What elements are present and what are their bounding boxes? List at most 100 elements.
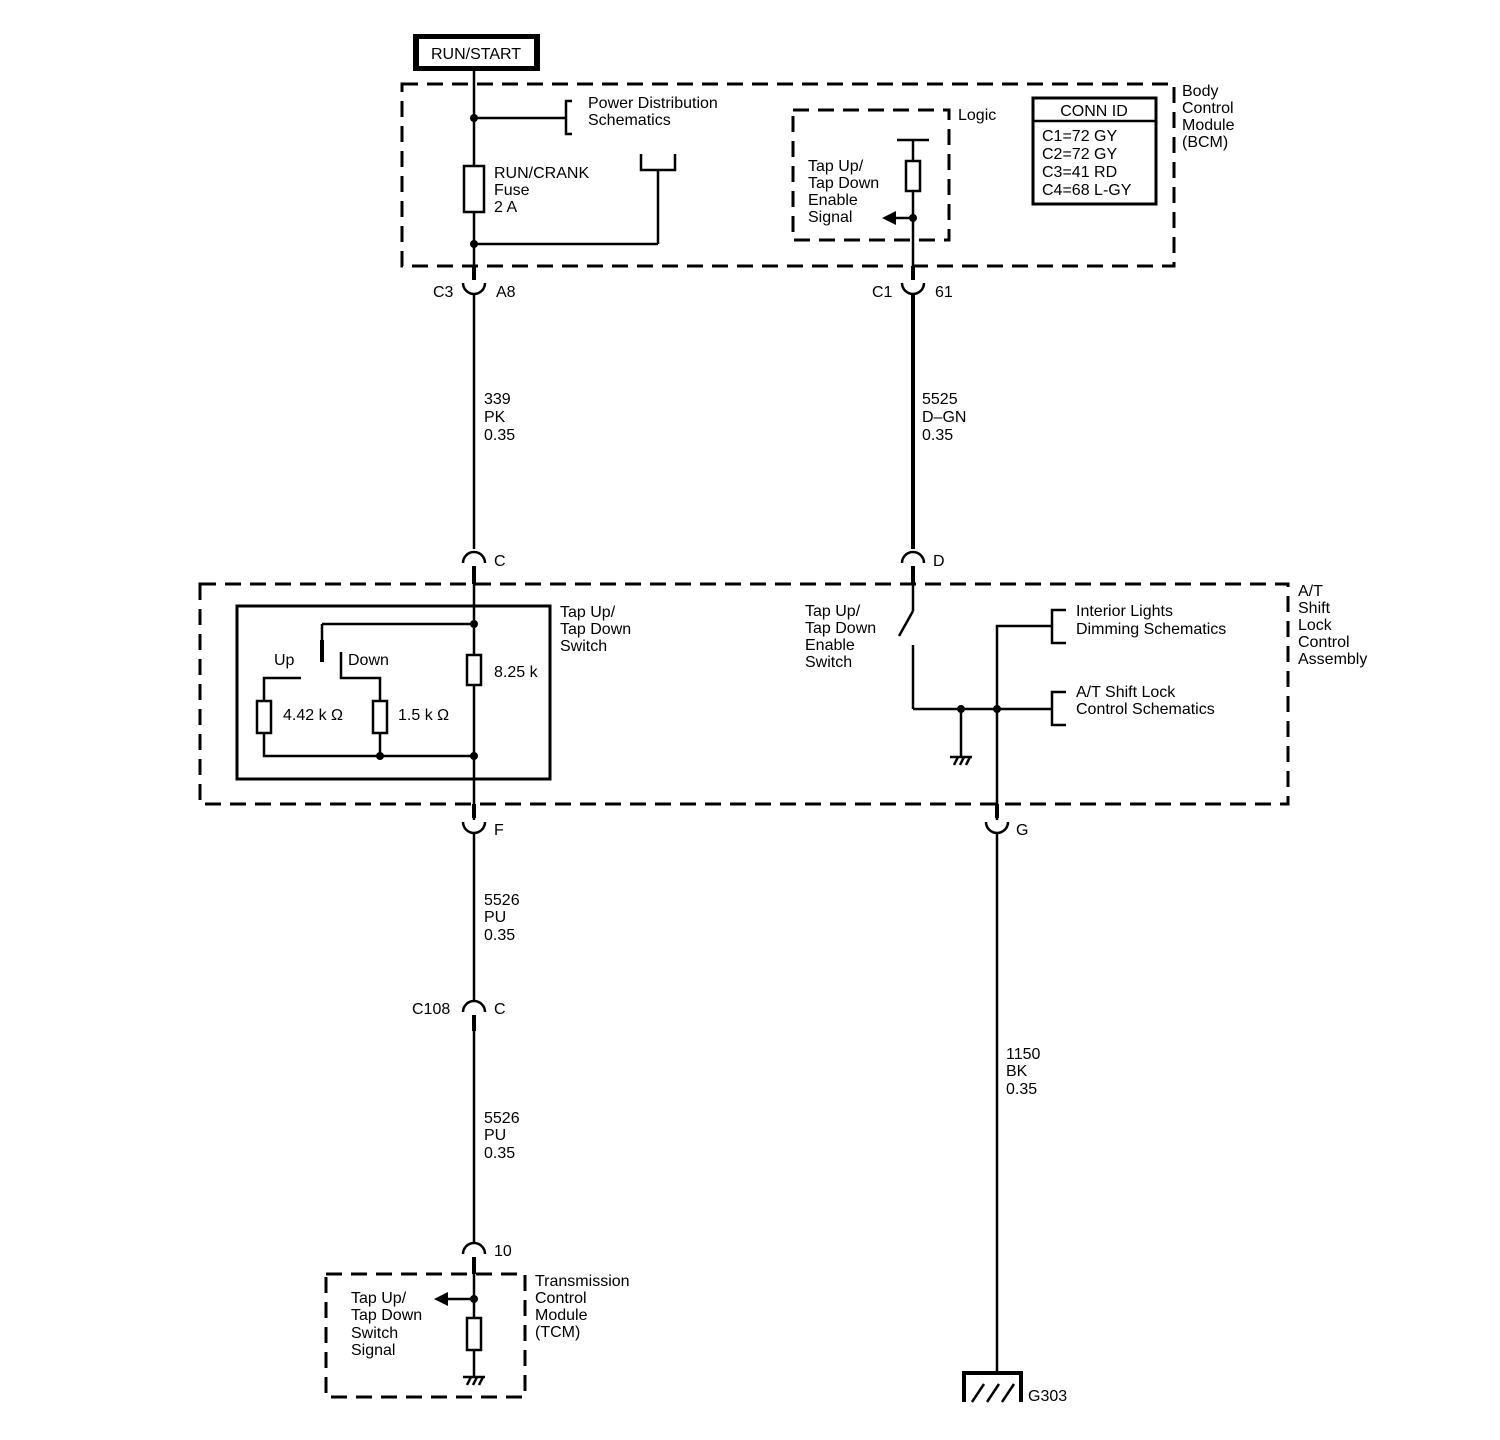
svg-text:Tap Up/: Tap Up/ (805, 603, 861, 620)
svg-text:61: 61 (935, 284, 953, 301)
svg-text:D–GN: D–GN (922, 409, 966, 426)
svg-text:RUN/CRANK: RUN/CRANK (494, 165, 589, 182)
wire-5526-b-label: 5526 PU 0.35 (484, 1110, 520, 1162)
shift-lock-label: A/T Shift Lock Control Assembly (1298, 583, 1367, 668)
connector-c3-a8: C3 A8 (433, 266, 516, 301)
fuse-return-bracket (639, 154, 677, 172)
fuse-label: RUN/CRANK Fuse 2 A (494, 165, 589, 216)
power-dist-bracket (564, 99, 572, 136)
svg-text:Body: Body (1182, 83, 1218, 100)
connector-c108: C108 C (412, 999, 506, 1031)
svg-text:Shift: Shift (1298, 600, 1331, 617)
interior-lights-wire (995, 624, 1052, 820)
svg-text:Schematics: Schematics (588, 112, 671, 129)
resistor-1-5k-label: 1.5 k Ω (398, 707, 449, 724)
resistor-8-25k-label: 8.25 k (494, 664, 539, 681)
bcm-outline (400, 82, 1176, 268)
down-contact-wire (339, 652, 382, 701)
connector-c: C (461, 550, 506, 584)
svg-text:Control Schematics: Control Schematics (1076, 701, 1215, 718)
connector-f: F (461, 804, 504, 839)
svg-text:F: F (494, 822, 504, 839)
svg-text:Switch: Switch (560, 638, 607, 655)
svg-text:Fuse: Fuse (494, 182, 530, 199)
tap-switch-box (235, 604, 552, 781)
svg-text:0.35: 0.35 (1006, 1081, 1037, 1098)
svg-text:PK: PK (484, 409, 506, 426)
svg-text:Switch: Switch (805, 654, 852, 671)
svg-text:C3=41 RD: C3=41 RD (1042, 164, 1117, 181)
splice-dot (376, 752, 384, 760)
svg-text:Tap Down: Tap Down (805, 620, 876, 637)
resistor-4-42k (255, 699, 273, 735)
svg-text:Tap Down: Tap Down (808, 175, 879, 192)
resistor-1-5k (371, 699, 389, 735)
svg-text:Enable: Enable (805, 637, 855, 654)
svg-text:C2=72 GY: C2=72 GY (1042, 146, 1117, 163)
svg-text:Control: Control (1298, 634, 1350, 651)
interior-lights-label: Interior Lights Dimming Schematics (1076, 603, 1226, 638)
conn-id-title: CONN ID (1060, 103, 1128, 120)
tcm-resistor (465, 1316, 483, 1352)
svg-text:10: 10 (494, 1243, 512, 1260)
connector-10: 10 (461, 1241, 512, 1274)
svg-text:339: 339 (484, 391, 511, 408)
svg-text:Enable: Enable (808, 192, 858, 209)
svg-text:0.35: 0.35 (922, 427, 953, 444)
logic-outline (791, 108, 951, 242)
svg-text:Tap Up/: Tap Up/ (808, 158, 864, 175)
tcm-signal-label: Tap Up/ Tap Down Switch Signal (351, 1290, 422, 1359)
svg-text:C3: C3 (433, 284, 454, 301)
connector-d: D (900, 550, 945, 584)
svg-text:Interior Lights: Interior Lights (1076, 603, 1173, 620)
svg-text:A/T: A/T (1298, 583, 1323, 600)
ground-g303-label: G303 (1028, 1388, 1067, 1405)
enable-switch-label: Tap Up/ Tap Down Enable Switch (805, 603, 876, 671)
svg-text:C4=68 L-GY: C4=68 L-GY (1042, 182, 1132, 199)
splice-dot (470, 752, 478, 760)
svg-text:C1=72 GY: C1=72 GY (1042, 128, 1117, 145)
svg-text:0.35: 0.35 (484, 927, 515, 944)
resistor-bottom-wire (262, 733, 474, 758)
svg-text:Dimming Schematics: Dimming Schematics (1076, 621, 1226, 638)
power-dist-label: Power Distribution Schematics (588, 95, 718, 129)
tcm-signal-arrow-icon (434, 1292, 448, 1306)
local-ground-icon (950, 755, 972, 766)
svg-text:Tap Down: Tap Down (560, 621, 631, 638)
wire-5526-a-label: 5526 PU 0.35 (484, 892, 520, 944)
switch-up-label: Up (274, 652, 295, 669)
svg-text:PU: PU (484, 1127, 506, 1144)
power-source-label: RUN/START (431, 46, 521, 63)
tcm-ground-icon (463, 1375, 485, 1386)
svg-text:Transmission: Transmission (535, 1273, 630, 1290)
svg-text:Switch: Switch (351, 1325, 398, 1342)
wire-5525-label: 5525 D–GN 0.35 (922, 391, 966, 444)
svg-text:(BCM): (BCM) (1182, 134, 1228, 151)
svg-text:Module: Module (1182, 117, 1235, 134)
svg-text:G: G (1016, 822, 1028, 839)
svg-text:Assembly: Assembly (1298, 651, 1367, 668)
svg-text:A/T Shift Lock: A/T Shift Lock (1076, 684, 1176, 701)
fuse-symbol (462, 164, 486, 214)
shift-lock-sch-bracket (1050, 690, 1066, 727)
svg-text:BK: BK (1006, 1063, 1028, 1080)
svg-text:Control: Control (535, 1290, 587, 1307)
svg-text:Module: Module (535, 1307, 588, 1324)
svg-text:Control: Control (1182, 100, 1234, 117)
svg-text:Tap Down: Tap Down (351, 1307, 422, 1324)
switch-down-label: Down (348, 652, 389, 669)
svg-text:5525: 5525 (922, 391, 958, 408)
svg-text:2 A: 2 A (494, 199, 517, 216)
signal-arrow-icon (882, 211, 896, 225)
conn-id-table: CONN ID C1=72 GY C2=72 GY C3=41 RD C4=68… (1031, 96, 1158, 206)
svg-text:A8: A8 (496, 284, 516, 301)
interior-lights-bracket (1050, 608, 1066, 645)
svg-text:C: C (494, 1001, 506, 1018)
svg-text:Signal: Signal (808, 209, 852, 226)
connector-c1-61: C1 61 (872, 266, 953, 301)
shift-lock-outline (198, 582, 1290, 806)
svg-text:PU: PU (484, 909, 506, 926)
ground-g303-icon (962, 1371, 1023, 1403)
up-contact-wire (262, 676, 301, 701)
